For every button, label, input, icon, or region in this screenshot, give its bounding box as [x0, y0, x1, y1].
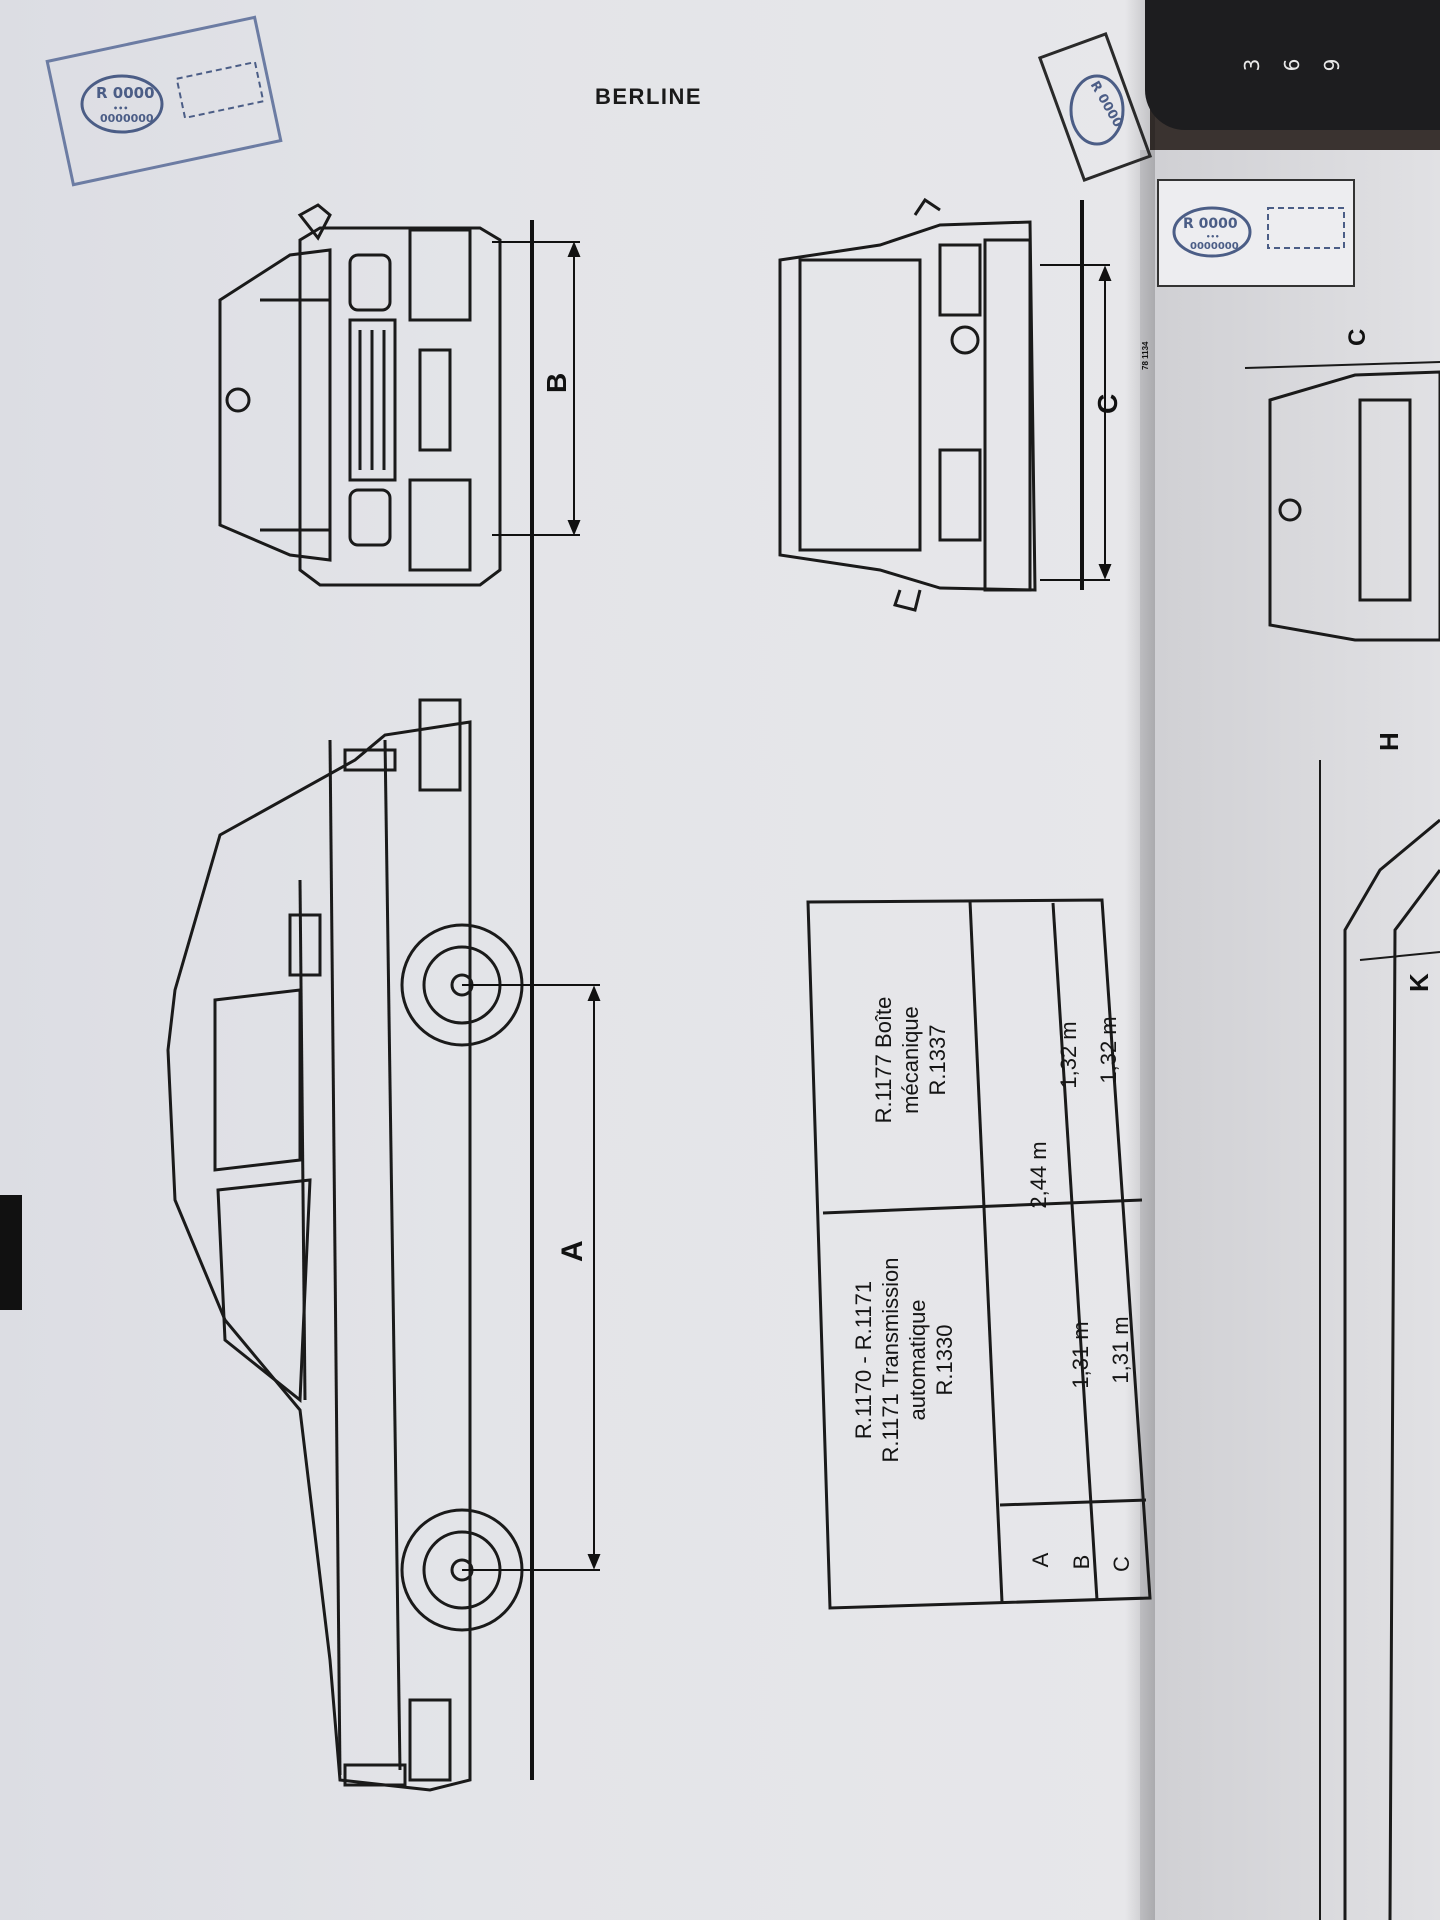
stamp-code: R 0000: [96, 84, 155, 102]
dimension-label-a: A: [556, 1240, 589, 1262]
rear-view-drawing: [778, 197, 1037, 612]
stamp-serial: 0000000: [100, 112, 154, 125]
table-cell-c-col1: 1,31 m: [1108, 1316, 1133, 1384]
table-cell-c-col2: 1,32 m: [1096, 1016, 1121, 1084]
dimension-label-c-right: C: [1344, 329, 1371, 346]
inspection-stamp-3: R 0000 ••• 0000000: [1157, 179, 1355, 287]
stamp-serial: 0000000: [1190, 241, 1239, 252]
dimension-b: [492, 241, 581, 536]
header-line: R.1330: [932, 1324, 957, 1396]
inspection-stamp-1: R 0000 ••• 0000000: [45, 15, 283, 187]
table-cell-b-col2: 1,32 m: [1056, 1021, 1081, 1089]
dimension-c: [1040, 264, 1112, 581]
table-row-label-b: B: [1069, 1554, 1094, 1570]
header-line: R.1177 Boîte: [871, 996, 896, 1124]
stamp-code: R 0000: [1087, 79, 1125, 130]
right-page-side-view: [1319, 760, 1440, 1920]
stamp-dots: •••: [113, 104, 128, 113]
table-row-label-c: C: [1109, 1556, 1134, 1572]
section-tab: [0, 1195, 22, 1310]
calculator-corner: 3 6 9: [1145, 0, 1440, 130]
dimension-a: [462, 984, 601, 1571]
header-line: R.1170 - R.1171: [851, 1280, 876, 1440]
front-view-drawing: [218, 203, 502, 587]
table-row-label-a: A: [1028, 1552, 1053, 1568]
table-cell-a-value: 2,44 m: [1026, 1141, 1051, 1209]
dimension-label-c: C: [1092, 394, 1123, 414]
page-title: BERLINE: [595, 84, 703, 109]
dimension-label-k: K: [1404, 973, 1434, 992]
side-view-drawing: [166, 698, 524, 1792]
header-line: R.1337: [925, 1024, 950, 1096]
drawing-reference: 78 1134: [1141, 341, 1150, 370]
inspection-stamp-2: R 0000: [1037, 32, 1153, 182]
header-line: mécanique: [898, 1006, 923, 1114]
stamp-dots: •••: [1206, 233, 1219, 241]
dimension-label-b: B: [541, 373, 572, 393]
table-header-col2: R.1177 Boîte mécanique R.1337: [870, 940, 951, 1180]
dimensions-table-grid: [806, 898, 1152, 1610]
right-page-front-view: [1244, 361, 1440, 642]
table-header-col1: R.1170 - R.1171 R.1171 Transmission auto…: [850, 1210, 958, 1510]
dimension-label-h: H: [1374, 732, 1404, 751]
table-cell-b-col1: 1,31 m: [1068, 1321, 1093, 1389]
stamp-code: R 0000: [1183, 216, 1238, 232]
header-line: automatique: [905, 1299, 930, 1421]
header-line: R.1171 Transmission: [878, 1257, 903, 1463]
